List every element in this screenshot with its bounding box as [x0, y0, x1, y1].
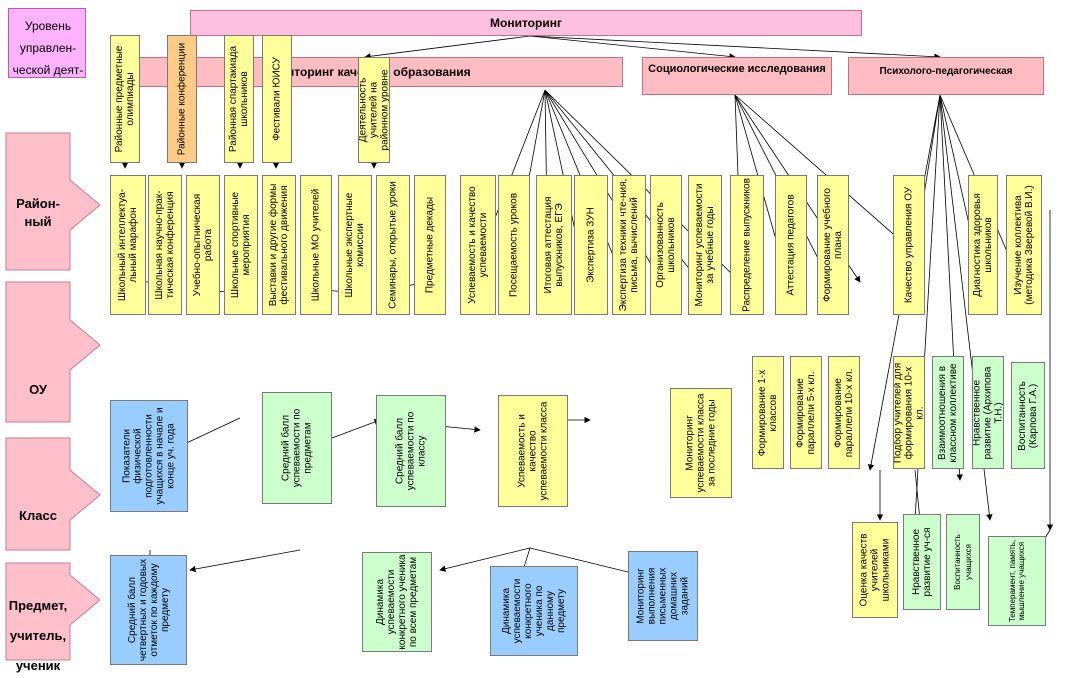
school-item-4: Взаимоотношения в классном коллективе: [932, 356, 964, 469]
class-item-2: Средний балл успеваемости по классу: [376, 395, 446, 507]
level-school: ОУ: [29, 382, 47, 397]
district-item-label: Аттестация педагогов: [785, 194, 797, 296]
district-item-1: Школьная научно-прак-тическая конференци…: [148, 175, 182, 315]
district-item-19: Качество управления ОУ: [893, 175, 925, 315]
district-item-label: Учебно-опытническая работа: [192, 193, 214, 297]
sociological-box: Социологические исследования: [642, 57, 832, 95]
district-item-label: Выставки и другие формы фестивального дв…: [268, 183, 290, 307]
district-item-label: Школьный интеллектуа-льный марафон: [117, 188, 139, 302]
district-item-label: Итоговая аттестация выпускников, ЕГЭ: [543, 196, 565, 294]
district-item-label: Школьные МО учителей: [310, 188, 322, 302]
school-item-2: Формирование параллели 10-х кл.: [828, 356, 860, 469]
district-item-label: Успеваемость и качество успеваемости: [467, 186, 489, 304]
monitoring-header: Мониторинг: [190, 10, 862, 36]
level-subject-2: учитель,: [9, 628, 67, 643]
school-item-5: Нравственное развитие (Архипова Т.Н.): [972, 356, 1004, 469]
district-item-label: Диагностика здоровья школьников: [972, 193, 994, 297]
school-item-1: Формирование параллели 5-х кл.: [790, 356, 822, 469]
district-item-label: Качество управления ОУ: [903, 186, 915, 304]
district-item-label: Школьные спортивные мероприятия: [230, 191, 252, 299]
district-item-15: Мониторинг успеваемости за учебные годы: [688, 175, 722, 315]
district-item-label: Организованность школьников: [655, 202, 677, 288]
level-subject-1: Предмет,: [8, 598, 68, 613]
subject-item-7: Темперамент, память, мышление учащихся: [988, 536, 1046, 626]
subject-item-0: Средний балл четвертных и годовых отмето…: [110, 555, 187, 665]
level-district: Район-ный: [16, 196, 60, 229]
district-item-label: Школьная научно-прак-тическая конференци…: [154, 190, 176, 300]
district-item-label: Семинары, открытые уроки: [387, 181, 399, 309]
district-item-label: Распределение выпускников: [741, 178, 753, 312]
quality-item-2: Районная спартакиада школьников: [224, 35, 254, 163]
district-item-11: Итоговая аттестация выпускников, ЕГЭ: [536, 175, 572, 315]
school-item-6: Воспитанность (Карпова Г.А.): [1011, 362, 1045, 469]
district-item-label: Предметные декады: [424, 196, 436, 294]
district-item-label: Формирование учебного плана: [822, 188, 844, 302]
district-item-3: Школьные спортивные мероприятия: [224, 175, 258, 315]
district-item-4: Выставки и другие формы фестивального дв…: [262, 175, 296, 315]
district-item-13: Экспертиза техники чте-ния, письма, вычи…: [612, 175, 646, 315]
district-item-20: Диагностика здоровья школьников: [968, 175, 998, 315]
class-item-4: Мониторинг успеваемости класса за послед…: [670, 388, 732, 498]
district-item-6: Школьные экспертные комиссии: [338, 175, 372, 315]
subject-item-5: Нравственное развитие уч-ся: [903, 514, 941, 610]
district-item-5: Школьные МО учителей: [300, 175, 332, 315]
level-management: Уровень управлен-ческой деят-ти: [8, 8, 86, 78]
district-item-18: Формирование учебного плана: [817, 175, 849, 315]
district-item-label: Экспертиза техники чте-ния, письма, вычи…: [618, 178, 640, 312]
district-item-9: Успеваемость и качество успеваемости: [460, 175, 496, 315]
district-item-label: Мониторинг успеваемости за учебные годы: [694, 183, 716, 307]
district-item-16: Распределение выпускников: [730, 175, 764, 315]
subject-item-6: Воспитанность учащихся: [946, 514, 980, 610]
district-item-label: Школьные экспертные комиссии: [344, 192, 366, 298]
district-item-0: Школьный интеллектуа-льный марафон: [110, 175, 146, 315]
quality-item-0: Районные предметные олимпиады: [110, 35, 140, 163]
district-item-2: Учебно-опытническая работа: [186, 175, 220, 315]
district-item-10: Посещаемость уроков: [498, 175, 530, 315]
level-class: Класс: [19, 508, 57, 523]
quality-item-1: Районные конференции: [167, 35, 197, 163]
class-item-1: Средний балл успеваемости по предметам: [262, 392, 332, 504]
quality-item-3: Фестивали ЮИСУ: [262, 35, 292, 163]
district-item-14: Организованность школьников: [650, 175, 682, 315]
district-item-label: Изучение коллектива (методика Зверевой В…: [1013, 185, 1035, 305]
district-item-label: Экспертиза ЗУН: [585, 207, 597, 283]
subject-item-3: Мониторинг выполнения письменных домашни…: [628, 551, 698, 641]
subject-item-1: Динамика успеваемости конкретного ученик…: [362, 552, 432, 652]
level-management-label: Уровень управлен-ческой деят-ти: [12, 19, 84, 77]
level-subject-3: ученик: [15, 658, 61, 673]
district-item-7: Семинары, открытые уроки: [376, 175, 410, 315]
district-item-8: Предметные декады: [414, 175, 446, 315]
class-item-3: Успеваемость и качество успеваемости кла…: [498, 395, 568, 507]
district-item-12: Экспертиза ЗУН: [574, 175, 608, 315]
district-item-21: Изучение коллектива (методика Зверевой В…: [1006, 175, 1042, 315]
district-item-label: Посещаемость уроков: [508, 192, 520, 298]
subject-item-2: Динамика успеваемости конкретного ученик…: [490, 566, 578, 656]
subject-item-4: Оценка качеств учителей школьниками: [852, 522, 898, 618]
psych-box: Психолого-педагогическая диагностика: [848, 57, 1044, 95]
class-item-0: Показатели физической подготовленности у…: [110, 400, 188, 512]
school-item-0: Формирование 1-х классов: [752, 356, 784, 469]
quality-item-4: Деятельность учителей на районном уровне: [358, 57, 390, 163]
school-item-3: Подбор учителей для формирования 10-х кл…: [893, 356, 925, 469]
district-item-17: Аттестация педагогов: [775, 175, 807, 315]
